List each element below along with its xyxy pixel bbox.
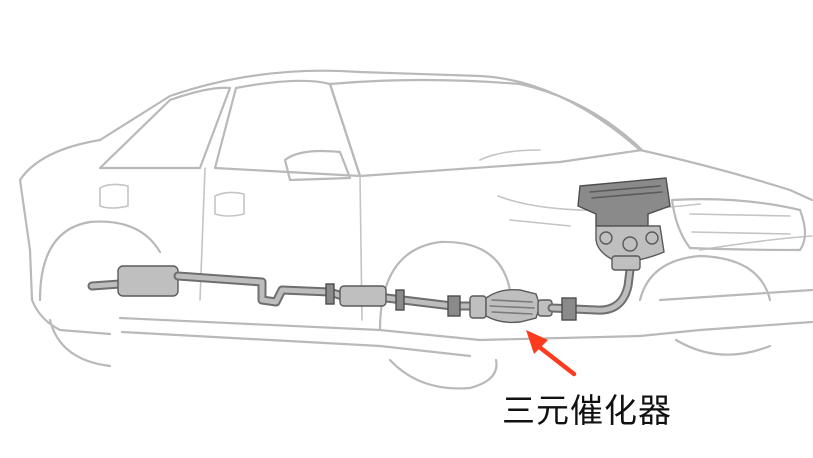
resonator (339, 285, 387, 307)
exhaust-system (87, 177, 671, 324)
rear-wheel (38, 220, 162, 368)
callout-arrow (526, 330, 577, 377)
exhaust-manifold (577, 177, 671, 271)
catalytic-converter (469, 288, 553, 324)
car-windows (98, 78, 701, 321)
flange (325, 283, 335, 305)
rear-muffler (117, 265, 179, 297)
flange (395, 289, 405, 311)
catalytic-converter-label: 三元催化器 (502, 391, 672, 430)
flange (447, 295, 461, 317)
flex-pipe (561, 297, 577, 321)
car-body-outline (18, 69, 813, 358)
headlight (670, 198, 807, 252)
